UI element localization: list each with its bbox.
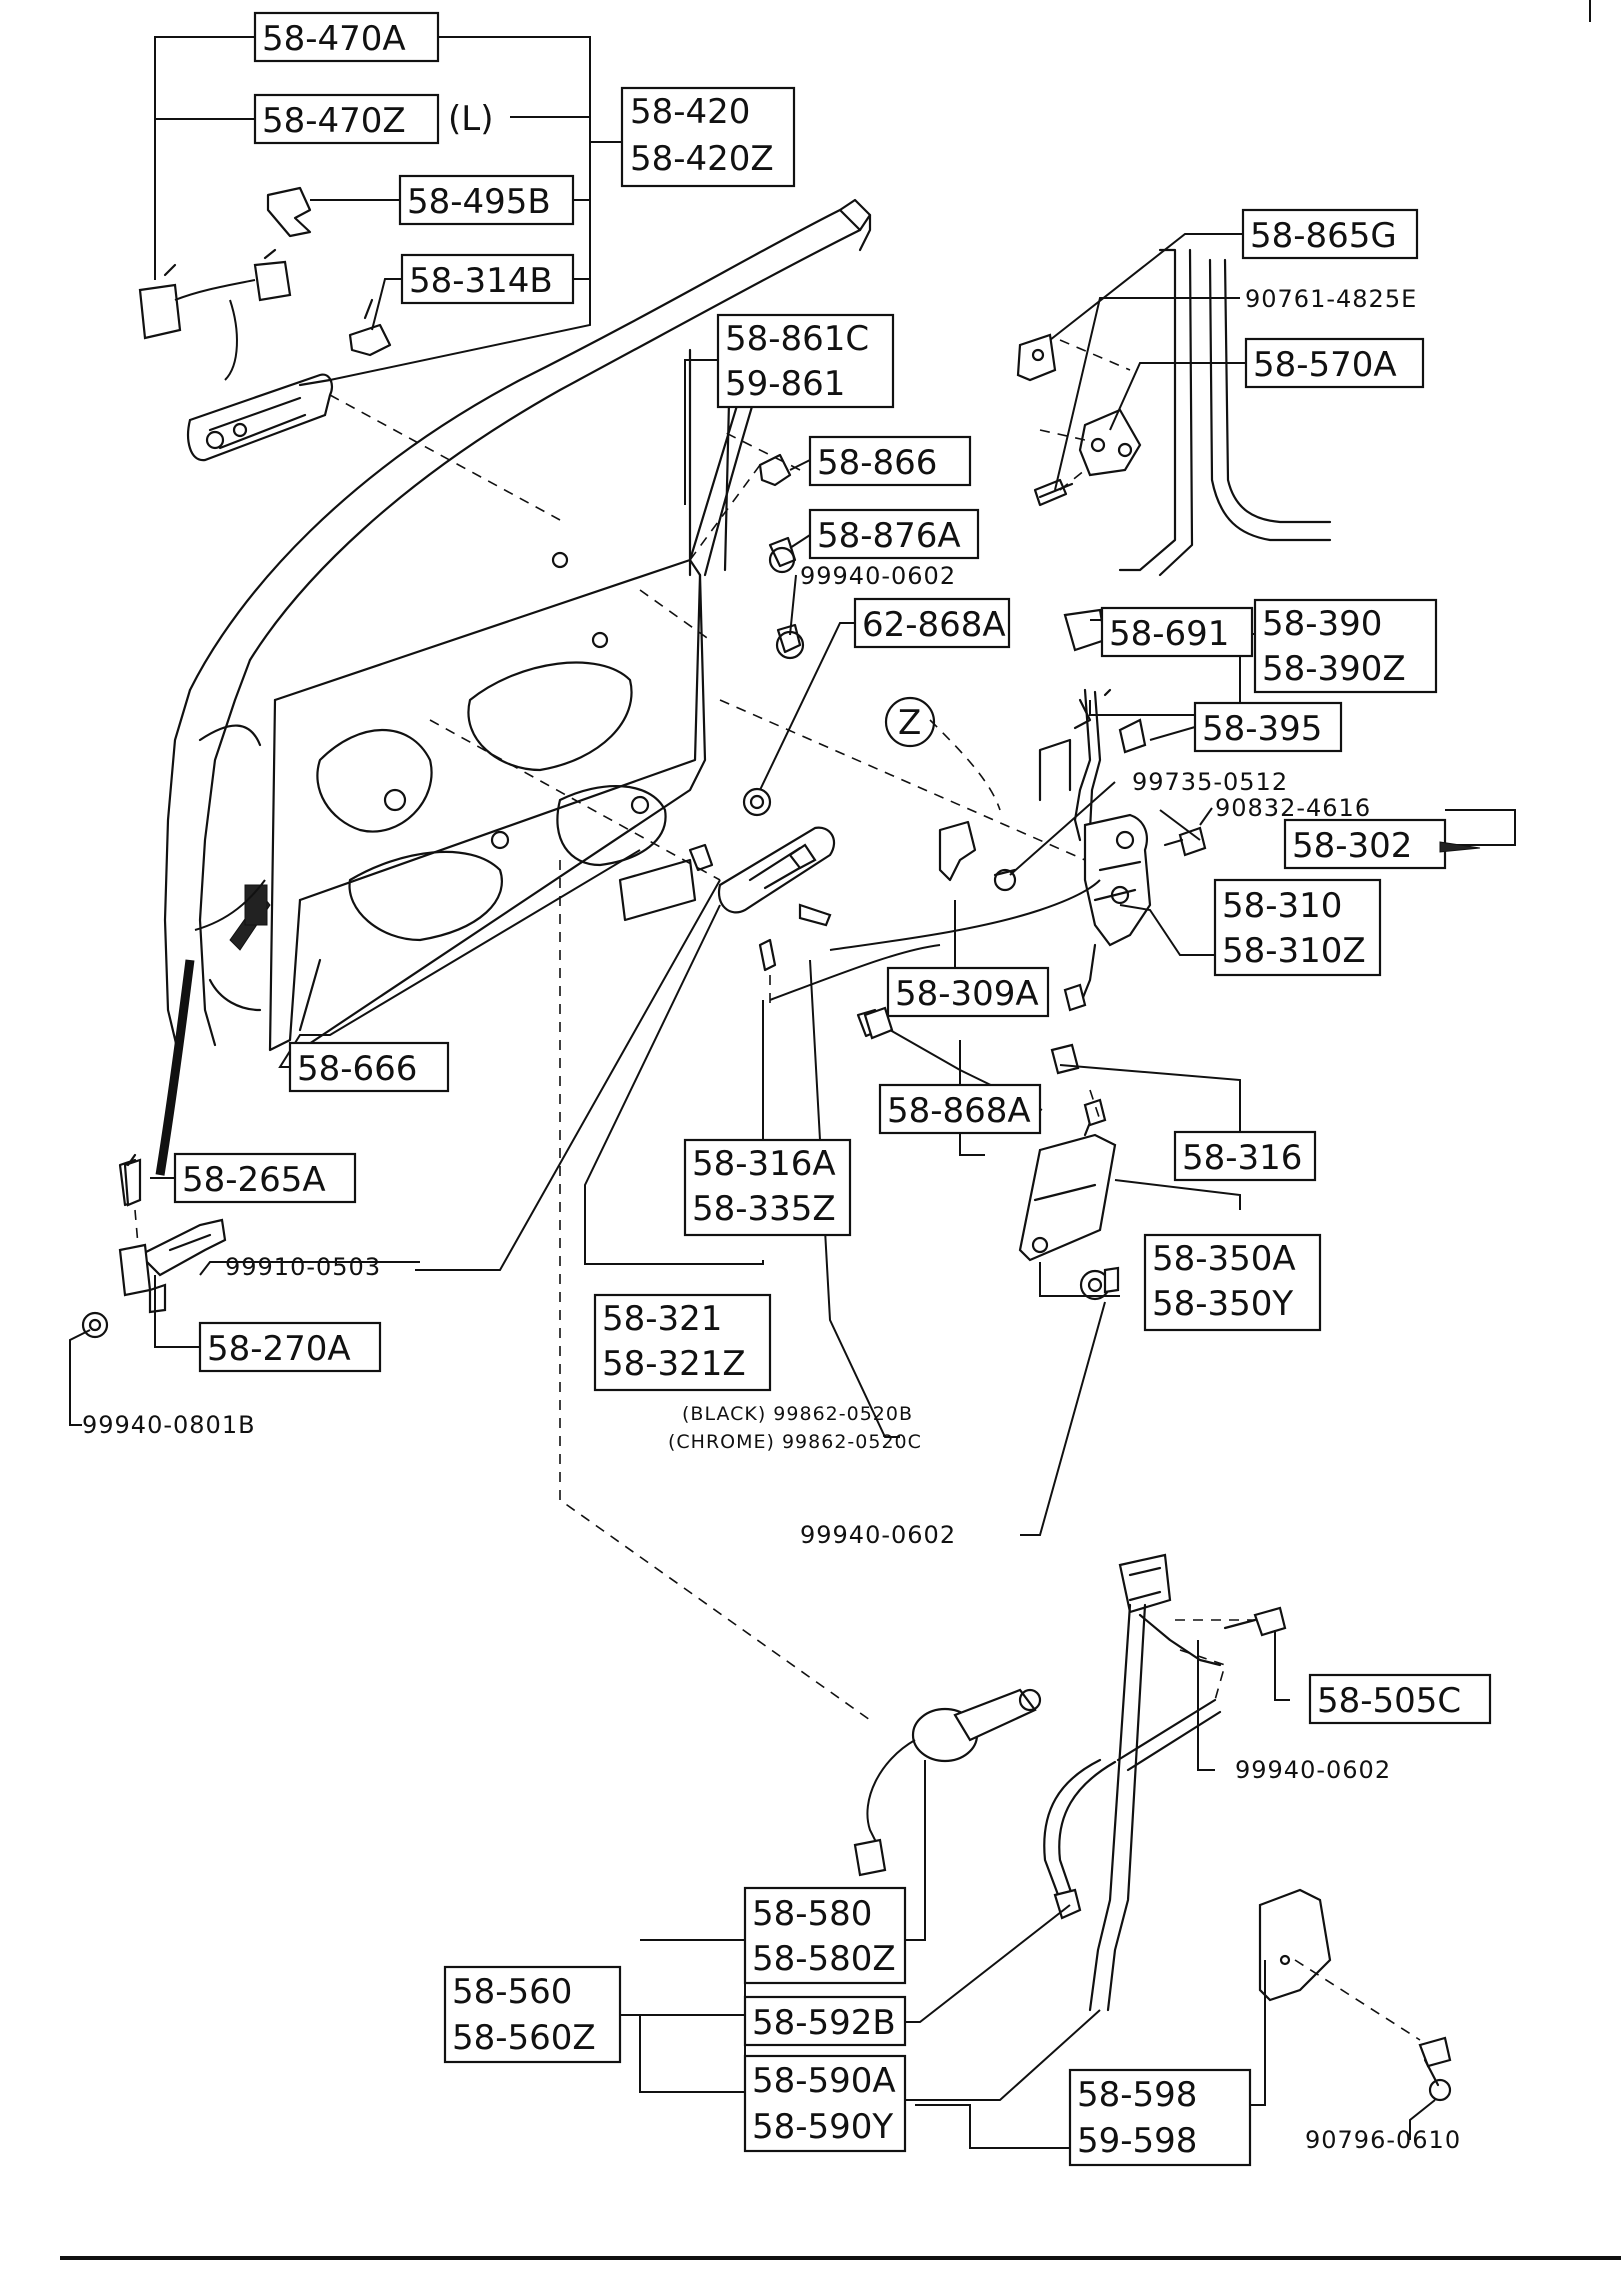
label-58-590A: 58-590A xyxy=(752,2061,896,2101)
label-90796-0610: 90796-0610 xyxy=(1305,2126,1461,2154)
label-58-666: 58-666 xyxy=(297,1049,417,1089)
label-boxes xyxy=(173,11,1492,2167)
label-99735-0512: 99735-0512 xyxy=(1132,768,1288,796)
label-58-395: 58-395 xyxy=(1202,709,1322,749)
label-58-580Z: 58-580Z xyxy=(752,1939,896,1979)
label-58-592B: 58-592B xyxy=(752,2003,896,2043)
label-58-570A: 58-570A xyxy=(1253,345,1397,385)
inside-handle-drawing xyxy=(717,826,836,1010)
label-59-598: 59-598 xyxy=(1077,2121,1197,2161)
label-58-314B: 58-314B xyxy=(409,261,553,301)
label-58-310Z: 58-310Z xyxy=(1222,931,1366,971)
label-58-470A: 58-470A xyxy=(262,19,406,59)
label-58-420Z: 58-420Z xyxy=(630,139,774,179)
label-58-495B: 58-495B xyxy=(407,182,551,222)
label-58-350A: 58-350A xyxy=(1152,1239,1296,1279)
label-90761-4825E: 90761-4825E xyxy=(1245,285,1417,313)
label-58-868A: 58-868A xyxy=(887,1091,1031,1131)
label-58-560: 58-560 xyxy=(452,1972,572,2012)
label-58-505C: 58-505C xyxy=(1317,1681,1461,1721)
label-58-316A: 58-316A xyxy=(692,1144,836,1184)
detail-z-circle xyxy=(884,696,936,748)
label-black-part-number: (BLACK) 99862-0520B xyxy=(682,1403,913,1425)
label-58-270A: 58-270A xyxy=(207,1329,351,1369)
label-99910-0503: 99910-0503 xyxy=(225,1253,381,1281)
label-58-420: 58-420 xyxy=(630,92,750,132)
label-58-470Z: 58-470Z xyxy=(262,101,406,141)
label-58-309A: 58-309A xyxy=(895,974,1039,1014)
lock-mechanism-drawing xyxy=(769,608,1207,1294)
label-62-868A: 62-868A xyxy=(862,605,1006,645)
label-59-861: 59-861 xyxy=(725,364,845,404)
label-58-580: 58-580 xyxy=(752,1894,872,1934)
label-58-691: 58-691 xyxy=(1109,614,1229,654)
label-58-321Z: 58-321Z xyxy=(602,1344,746,1384)
label-99940-0602-a: 99940-0602 xyxy=(800,562,956,590)
label-99940-0801B: 99940-0801B xyxy=(82,1411,256,1439)
label-58-590Y: 58-590Y xyxy=(752,2107,893,2147)
assembly-lines xyxy=(329,339,1421,2041)
label-99940-0602-b: 99940-0602 xyxy=(800,1521,956,1549)
label-99940-0602-c: 99940-0602 xyxy=(1235,1756,1391,1784)
label-Z: Z xyxy=(898,703,921,743)
label-58-321: 58-321 xyxy=(602,1299,722,1339)
window-regulator-drawing xyxy=(853,1553,1452,2102)
label-58-265A: 58-265A xyxy=(182,1160,326,1200)
label-L: (L) xyxy=(448,99,493,139)
label-58-390Z: 58-390Z xyxy=(1262,649,1406,689)
label-58-598: 58-598 xyxy=(1077,2075,1197,2115)
label-58-335Z: 58-335Z xyxy=(692,1189,836,1229)
label-58-876A: 58-876A xyxy=(817,516,961,556)
fasteners-drawing xyxy=(81,453,1111,1339)
label-58-861C: 58-861C xyxy=(725,319,869,359)
door-shell-drawing xyxy=(155,198,872,1176)
door-check-drawing xyxy=(118,1153,227,1314)
label-58-865G: 58-865G xyxy=(1250,216,1397,256)
striker-area-drawing xyxy=(1016,248,1332,577)
label-chrome-part-number: (CHROME) 99862-0520C xyxy=(668,1431,922,1453)
outside-handle-drawing xyxy=(138,186,392,462)
label-58-390: 58-390 xyxy=(1262,604,1382,644)
label-text: 58-470A 58-470Z (L) 58-420 58-420Z 58-49… xyxy=(82,19,1481,2161)
label-90832-4616: 90832-4616 xyxy=(1215,794,1371,822)
label-58-350Y: 58-350Y xyxy=(1152,1284,1293,1324)
arrow-icon xyxy=(1439,841,1481,853)
label-58-310: 58-310 xyxy=(1222,886,1342,926)
label-58-302: 58-302 xyxy=(1292,826,1412,866)
label-58-866: 58-866 xyxy=(817,443,937,483)
label-58-560Z: 58-560Z xyxy=(452,2018,596,2058)
label-58-316: 58-316 xyxy=(1182,1138,1302,1178)
